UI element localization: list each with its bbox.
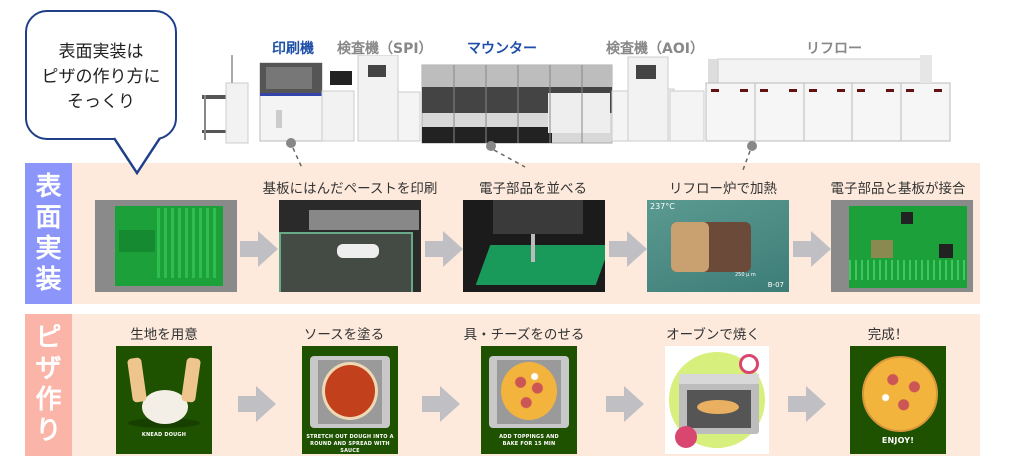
component-placement-photo <box>463 200 605 292</box>
machine-label-mounter: マウンター <box>467 41 537 57</box>
pizza-step-caption: 具・チーズをのせる <box>463 327 585 343</box>
pizza-step-caption: 完成！ <box>867 327 909 343</box>
label-char: 表 <box>35 171 62 202</box>
aoi-inspection-machine <box>611 56 705 142</box>
smt-step-caption: 電子部品を並べる <box>479 181 587 197</box>
spi-inspection-machine <box>357 55 421 142</box>
mounter-machine <box>421 64 613 144</box>
reflow-temp-overlay: 237°C <box>650 202 675 211</box>
right-arrow-icon <box>238 386 276 422</box>
machine-label-reflow: リフロー <box>806 41 862 57</box>
reflow-oven-machine <box>705 55 951 142</box>
bubble-line: ピザの作り方に <box>41 67 161 87</box>
pizza-step-caption: 生地を用意 <box>130 327 198 343</box>
printer-machine <box>259 62 355 142</box>
smt-step-caption: 基板にはんだペーストを印刷 <box>262 181 438 197</box>
reflow-heating-photo: 237°C 250 μ m B-07 <box>647 200 789 292</box>
speech-bubble-text: 表面実装は ピザの作り方に そっくり <box>27 40 175 115</box>
reflow-scale-overlay: 250 μ m <box>735 272 756 278</box>
printer-pin-marker <box>286 138 296 148</box>
add-toppings-illustration: ADD TOPPINGS AND BAKE FOR 15 MIN <box>481 346 577 454</box>
right-arrow-icon <box>793 231 831 267</box>
pizza-step-caption: ソースを塗る <box>303 327 385 343</box>
loader-machine <box>202 55 249 144</box>
card-caption: ADD TOPPINGS AND BAKE FOR 15 MIN <box>499 434 559 447</box>
timer-icon <box>739 354 759 374</box>
spread-sauce-illustration: STRETCH OUT DOUGH INTO A ROUND AND SPREA… <box>302 346 398 454</box>
reflow-pin-marker <box>747 141 757 151</box>
pizza-band-label: ピ ザ 作 り <box>25 314 72 456</box>
right-arrow-icon <box>422 386 460 422</box>
smt-process-band: 表 面 実 装 基板にはんだペーストを印刷 電子部品を並べる リフロー炉で加熱 … <box>25 163 980 304</box>
bubble-line: 表面実装は <box>58 42 144 62</box>
right-arrow-icon <box>606 386 644 422</box>
label-char: 装 <box>35 264 62 295</box>
right-arrow-icon <box>609 231 647 267</box>
smt-band-label: 表 面 実 装 <box>25 163 72 304</box>
right-arrow-icon <box>425 231 463 267</box>
label-char: ザ <box>35 354 62 384</box>
bare-pcb-photo <box>95 200 237 292</box>
right-arrow-icon <box>240 231 278 267</box>
label-char: 作 <box>35 385 62 415</box>
knead-dough-illustration: KNEAD DOUGH <box>116 346 212 454</box>
thermometer-icon <box>675 426 697 448</box>
mounter-pin-marker <box>486 141 496 151</box>
reflow-id-overlay: B-07 <box>767 281 784 289</box>
smt-production-line-image <box>202 55 951 144</box>
smt-step-caption: リフロー炉で加熱 <box>669 181 777 197</box>
solder-paste-printing-photo <box>279 200 421 292</box>
right-arrow-icon <box>788 386 826 422</box>
machine-label-spi: 検査機（SPI） <box>337 41 433 57</box>
machine-label-printer: 印刷機 <box>272 41 314 57</box>
pizza-process-band: ピ ザ 作 り 生地を用意 ソースを塗る 具・チーズをのせる オーブンで焼く 完… <box>25 314 980 456</box>
finished-pizza-illustration: ENJOY! <box>850 346 946 454</box>
bubble-line: そっくり <box>67 92 135 112</box>
label-char: 面 <box>35 202 62 233</box>
card-caption: ENJOY! <box>881 436 915 445</box>
card-caption: KNEAD DOUGH <box>141 432 187 438</box>
label-char: り <box>35 416 62 446</box>
label-char: 実 <box>35 233 62 264</box>
oven-baking-illustration <box>665 346 769 454</box>
machine-label-aoi: 検査機（AOI） <box>606 41 704 57</box>
pizza-step-caption: オーブンで焼く <box>666 327 760 343</box>
speech-bubble-tail <box>112 137 162 176</box>
label-char: ピ <box>35 323 62 353</box>
card-caption: STRETCH OUT DOUGH INTO A ROUND AND SPREA… <box>306 434 394 454</box>
speech-bubble: 表面実装は ピザの作り方に そっくり <box>25 10 177 140</box>
assembled-pcb-photo <box>831 200 973 292</box>
smt-step-caption: 電子部品と基板が接合 <box>830 181 966 197</box>
